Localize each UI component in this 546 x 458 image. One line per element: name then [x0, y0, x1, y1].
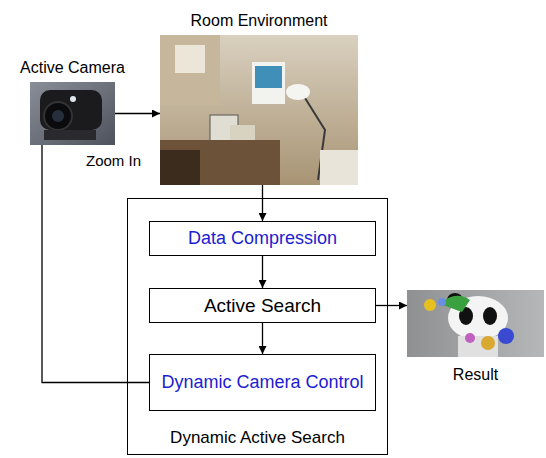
image-caption: Result — [453, 366, 498, 384]
flow-arrow — [376, 305, 407, 306]
flow-arrow — [262, 323, 263, 354]
group-box: Dynamic Active Search Data CompressionAct… — [127, 198, 388, 455]
flow-arrow — [262, 256, 263, 288]
process-box: Active Search — [149, 288, 376, 323]
image-caption: Room Environment — [191, 12, 328, 30]
process-box: Dynamic Camera Control — [149, 354, 376, 411]
room-photo — [160, 35, 358, 185]
flow-arrow — [115, 113, 160, 114]
box-text: Dynamic Camera Control — [161, 371, 363, 394]
process-box: Data Compression — [149, 221, 376, 256]
image-caption: Active Camera — [20, 59, 125, 77]
annotation-label: Zoom In — [86, 152, 141, 169]
room-image: Room Environment — [160, 35, 358, 185]
result-photo — [407, 290, 544, 357]
box-text: Active Search — [204, 294, 321, 318]
flow-arrow — [262, 185, 263, 221]
camera-photo — [30, 82, 115, 145]
camera-image: Active Camera — [30, 82, 115, 145]
result-image: Result — [407, 290, 544, 357]
group-label: Dynamic Active Search — [170, 428, 345, 448]
box-text: Data Compression — [188, 227, 337, 250]
feedback-line — [42, 145, 149, 383]
